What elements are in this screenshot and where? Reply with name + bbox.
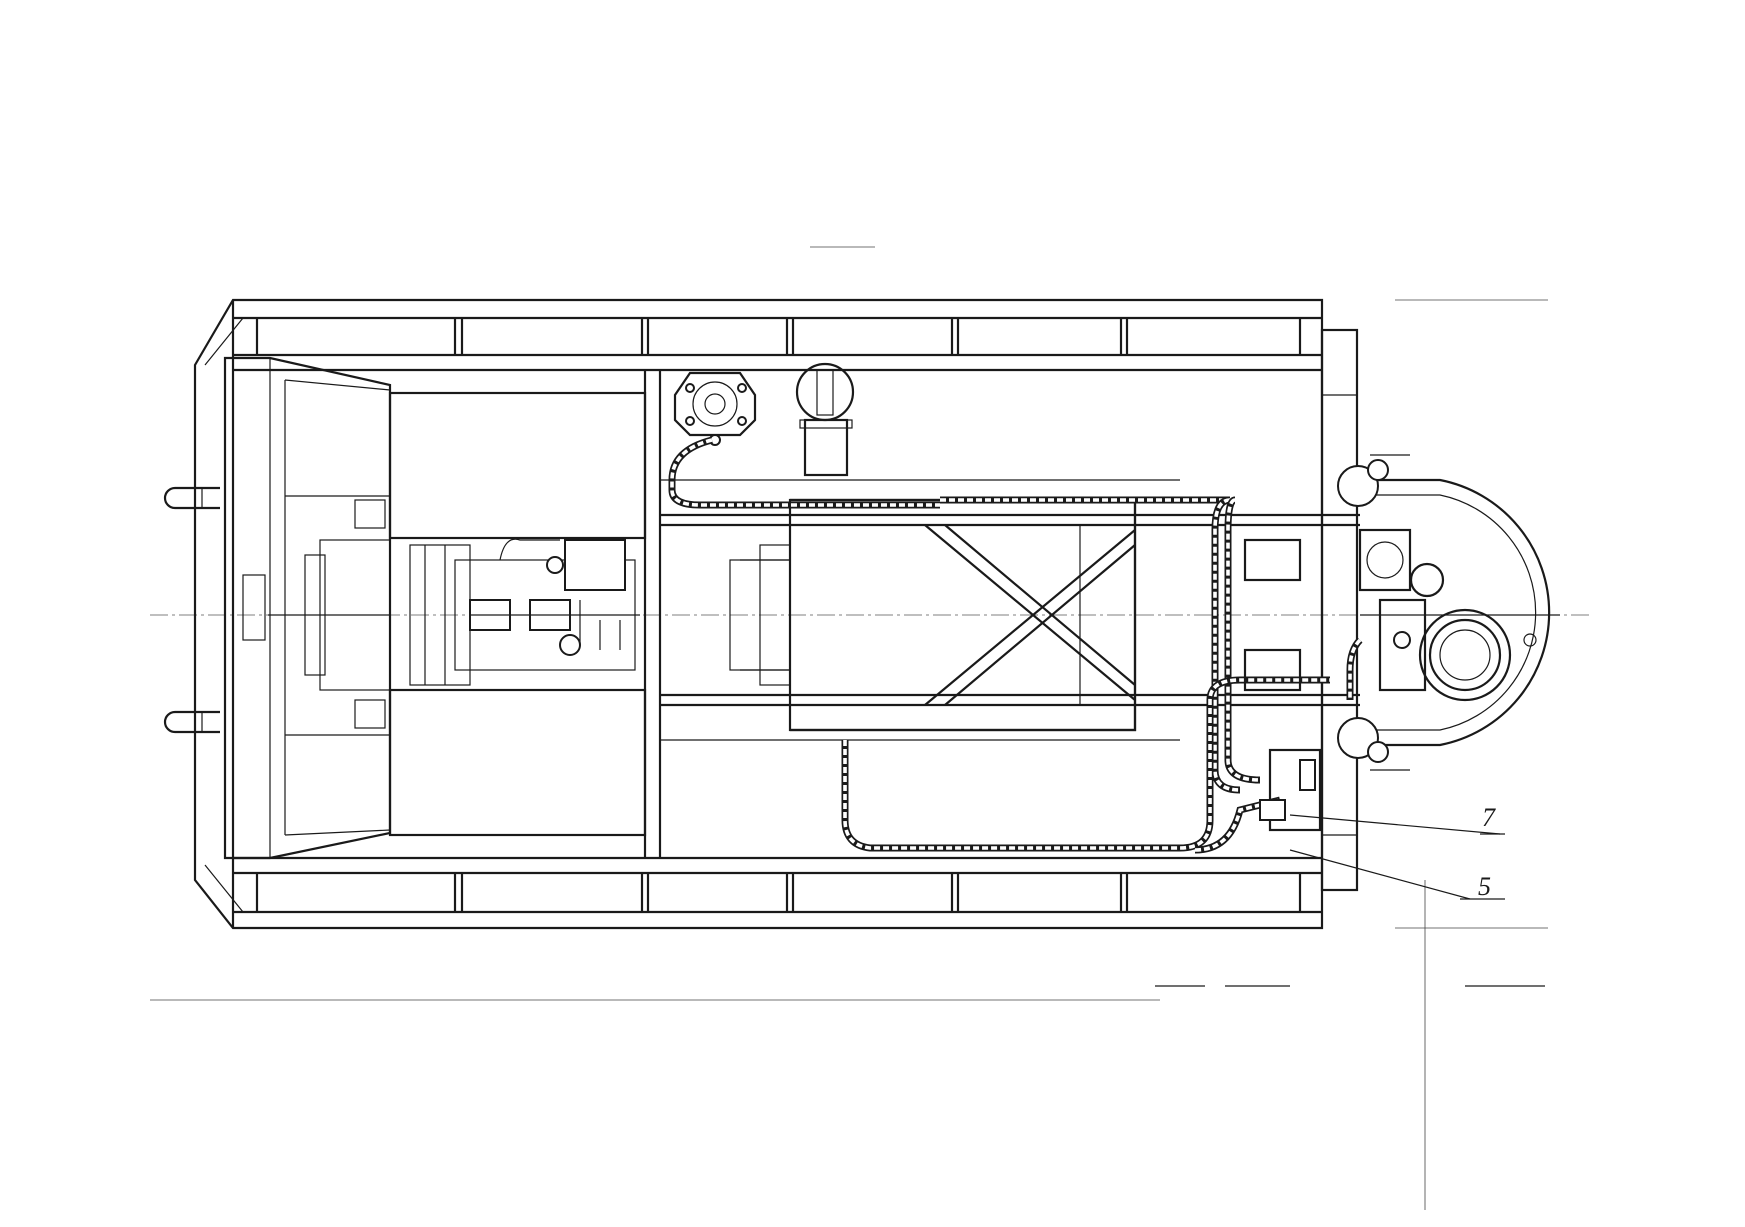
left-trolley xyxy=(223,356,392,860)
hex-pump-unit xyxy=(673,371,757,446)
lifting-handle-bottom xyxy=(163,710,220,734)
hydraulic-hoses xyxy=(668,436,1363,854)
round-valve-unit xyxy=(795,362,855,477)
right-end-plate xyxy=(1320,328,1359,892)
callout-7: 7 xyxy=(1482,803,1496,832)
right-bearings xyxy=(1337,454,1410,771)
lifting-handle-top xyxy=(163,486,220,510)
callout-5: 5 xyxy=(1478,872,1491,901)
drive-head xyxy=(1358,478,1560,747)
callout-label-5: 5 xyxy=(1478,872,1491,901)
right-brackets xyxy=(1243,538,1322,832)
outer-frame xyxy=(193,298,1324,930)
callout-leaders xyxy=(1289,814,1505,900)
housing-block xyxy=(388,370,662,858)
callout-label-7: 7 xyxy=(1482,803,1496,832)
reference-lines xyxy=(150,246,1548,1210)
guide-rails xyxy=(660,479,1360,741)
